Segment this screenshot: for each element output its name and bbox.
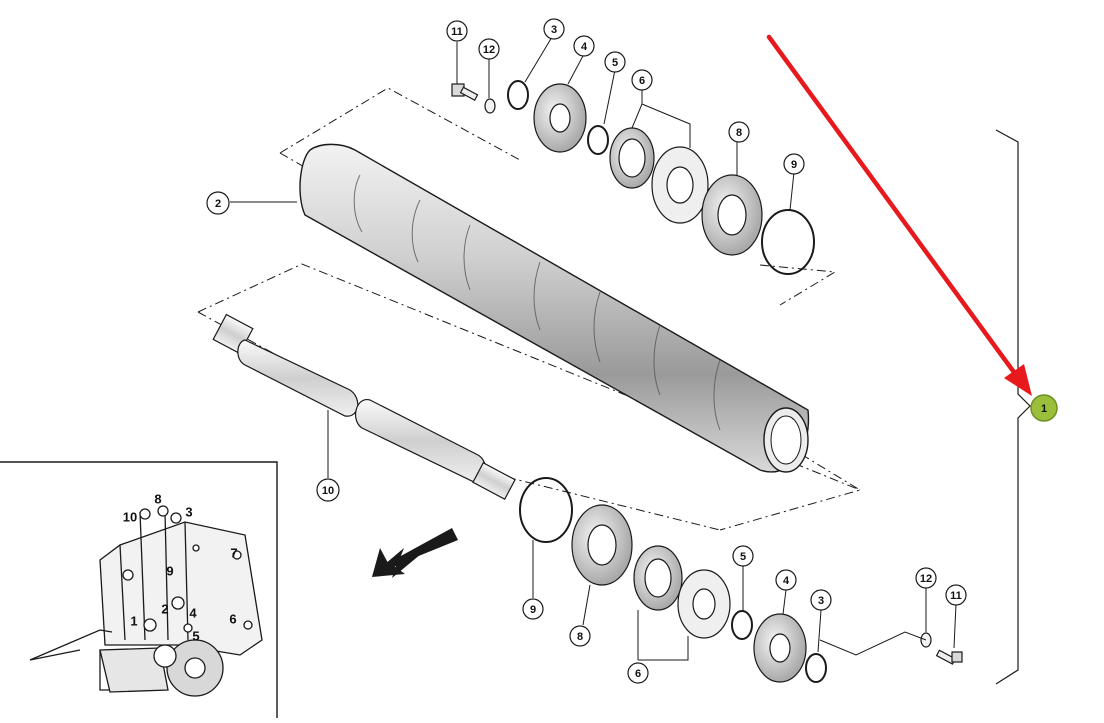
callout-6-bot-label: 6 — [635, 668, 641, 680]
inset-label-9: 9 — [166, 564, 173, 579]
callout-3-top-label: 3 — [551, 24, 557, 36]
callout-6-top-label: 6 — [639, 75, 645, 87]
callout-2-label: 2 — [215, 198, 221, 210]
callout-1-label: 1 — [1041, 403, 1047, 415]
callout-9-bot — [522, 598, 544, 620]
callout-3-bot — [810, 589, 832, 611]
callout-11-bot-label: 11 — [950, 590, 962, 602]
callout-5-bot-label: 5 — [740, 551, 746, 563]
inset-label-6: 6 — [229, 612, 236, 627]
callout-4-top-label: 4 — [581, 41, 588, 53]
inset-label-8: 8 — [154, 492, 161, 507]
callout-8-top-label: 8 — [736, 127, 742, 139]
leader-lines — [230, 36, 957, 661]
inset-label-5: 5 — [192, 629, 199, 644]
callouts — [206, 18, 967, 684]
inset-label-3: 3 — [185, 505, 192, 520]
callout-6-bot — [627, 662, 649, 684]
callout-5-bot — [732, 545, 754, 567]
main-roll — [299, 143, 810, 473]
callout-11-top — [446, 20, 468, 42]
callout-12-top — [478, 38, 500, 60]
upper-hardware — [451, 80, 815, 275]
callout-8-top — [728, 121, 750, 143]
callout-10 — [316, 478, 340, 502]
callout-3-bot-label: 3 — [818, 595, 824, 607]
lower-hardware — [519, 477, 963, 683]
callout-12-bot — [915, 567, 937, 589]
callout-9-top-label: 9 — [791, 159, 797, 171]
inset-overview: 1 2 3 4 5 6 7 8 9 10 — [0, 461, 278, 718]
shaft — [212, 313, 516, 500]
callout-12-top-label: 12 — [483, 44, 495, 56]
callout-4-bot — [775, 569, 797, 591]
callout-3-top — [543, 18, 565, 40]
callout-11-bot — [945, 584, 967, 606]
callout-6-top — [631, 69, 653, 91]
callout-9-top — [783, 153, 805, 175]
inset-label-2: 2 — [161, 602, 168, 617]
inset-label-7: 7 — [230, 546, 237, 561]
callout-1-highlight[interactable] — [1030, 394, 1058, 422]
inset-label-10: 10 — [123, 510, 137, 525]
callout-8-bot-label: 8 — [577, 631, 583, 643]
callout-12-bot-label: 12 — [920, 573, 932, 585]
inset-label-1: 1 — [130, 614, 137, 629]
callout-4-top — [573, 35, 595, 57]
assembly-bracket — [995, 129, 1031, 685]
callout-9-bot-label: 9 — [530, 604, 536, 616]
callout-5-top-label: 5 — [612, 57, 618, 69]
callout-10-label: 10 — [322, 485, 334, 497]
red-pointer-arrow — [766, 34, 1032, 396]
callout-4-bot-label: 4 — [783, 575, 790, 587]
direction-arrow — [372, 528, 458, 578]
callout-8-bot — [569, 625, 591, 647]
callout-11-top-label: 11 — [451, 26, 463, 38]
callout-5-top — [604, 51, 626, 73]
inset-label-4: 4 — [189, 606, 197, 621]
callout-2 — [206, 191, 230, 215]
callout-labels: 1 2 11 12 3 4 5 6 8 9 10 9 8 6 5 4 3 12 … — [215, 24, 1047, 680]
